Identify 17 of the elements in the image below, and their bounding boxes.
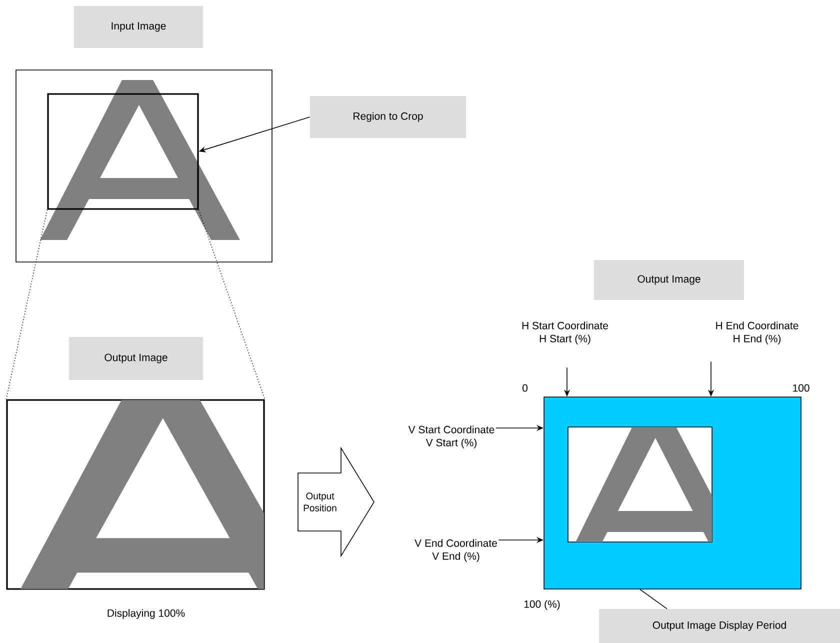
axis-label: 100 (%)	[524, 600, 560, 610]
projection-line	[6, 209, 48, 400]
crop-rectangle	[47, 93, 199, 210]
callout-box: Output Image Display Period	[599, 609, 840, 643]
coordinate-label: H Start Coordinate H Start (%)	[522, 322, 608, 344]
coordinate-label: H End Coordinate H End (%)	[716, 322, 798, 344]
title-box: Input Image	[74, 6, 203, 48]
title-box: Output Image	[69, 337, 203, 380]
title-box: Output Image	[594, 260, 744, 300]
coordinate-label: V End Coordinate V End (%)	[414, 539, 497, 562]
axis-label: 100	[793, 384, 810, 392]
leader-line	[640, 589, 668, 610]
coordinate-label: V Start Coordinate V Start (%)	[408, 426, 494, 448]
callout-box: Region to Crop	[310, 96, 466, 138]
axis-label: 0	[522, 384, 528, 392]
projection-line	[198, 209, 266, 400]
caption: Displaying 100%	[108, 609, 185, 619]
